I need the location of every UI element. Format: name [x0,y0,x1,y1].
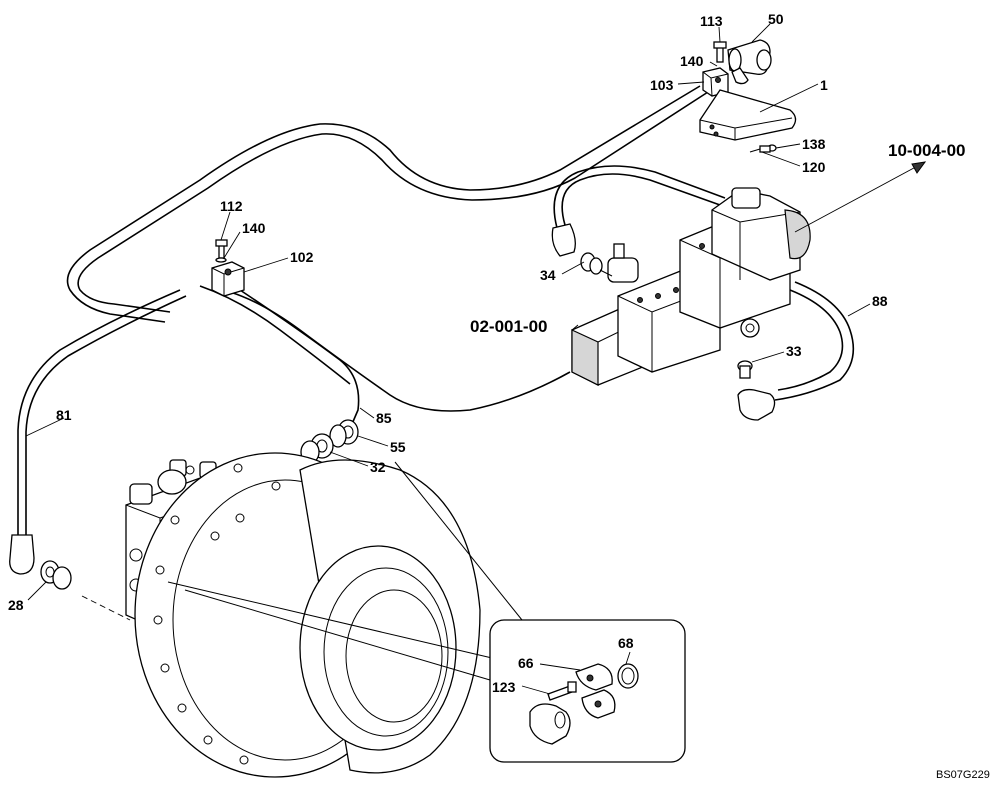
leader-02-001 [571,324,579,331]
bolt-123 [547,681,577,701]
callout-103: 103 [650,77,674,93]
callout-120: 120 [802,159,826,175]
fitting-28 [40,560,72,590]
hose-88 [774,281,855,401]
callout-88: 88 [872,293,888,309]
elbow-88 [737,388,776,421]
clamp-block-103 [702,67,729,97]
detail-pointer-line-c [184,589,491,681]
detail-pointer-line-a [394,461,523,621]
fitting-34 [580,252,613,277]
callout-102: 102 [290,249,314,265]
hose-81-b [25,295,187,535]
valve-assembly [571,187,811,386]
callout-140-left: 140 [242,220,266,236]
elbow-fitting [551,223,576,257]
callout-50: 50 [768,11,784,27]
dashed-centerline [81,595,131,621]
hose-lower [229,291,571,412]
drawing-code: BS07G229 [936,769,990,781]
callout-85: 85 [376,410,392,426]
callout-33: 33 [786,343,802,359]
callout-66: 66 [518,655,534,671]
callout-55: 55 [390,439,406,455]
hose-upper-loop-b [77,91,709,313]
callout-68: 68 [618,635,634,651]
detail-inset-box [489,619,686,763]
bracket-1 [699,89,797,141]
fitting-33 [737,360,753,379]
fitting-55 [329,419,359,448]
detail-inset [167,461,686,763]
bolt-113 [713,41,727,63]
bolt-120 [749,144,777,153]
callout-113: 113 [700,13,723,29]
hose-top-valve [561,173,721,226]
callout-138: 138 [802,136,826,152]
callout-140-top: 140 [680,53,704,69]
callout-81: 81 [56,407,72,423]
callout-112: 112 [220,198,243,214]
callout-34: 34 [540,267,556,283]
travel-motor [125,452,481,778]
hose-81 [17,289,181,535]
hose-top-valve-b [553,165,726,229]
bracket-group [699,39,797,153]
fittings [9,223,776,590]
reference-02-001-00: 02-001-00 [470,317,548,336]
reference-labels: 10-004-00 02-001-00 [470,141,966,336]
callout-32: 32 [370,459,386,475]
reference-arrows [81,161,927,621]
reference-10-004-00: 10-004-00 [888,141,966,160]
split-flange-66 [575,663,616,719]
callout-1: 1 [820,77,828,93]
inset-elbow [529,703,571,745]
o-ring-68 [617,663,639,689]
detail-pointer-line-b [167,581,493,659]
callout-28: 28 [8,597,24,613]
hose-88-b [777,289,844,391]
leader-lines [25,23,871,695]
callout-labels: 113 50 140 103 1 138 120 112 140 102 34 … [8,11,888,695]
elbow-81 [9,534,35,575]
arrow-10-004 [794,161,926,233]
callout-123: 123 [492,679,516,695]
clamp-block-102 [211,239,245,297]
hose-85 [239,289,360,425]
tee-fitting-50 [727,39,772,85]
